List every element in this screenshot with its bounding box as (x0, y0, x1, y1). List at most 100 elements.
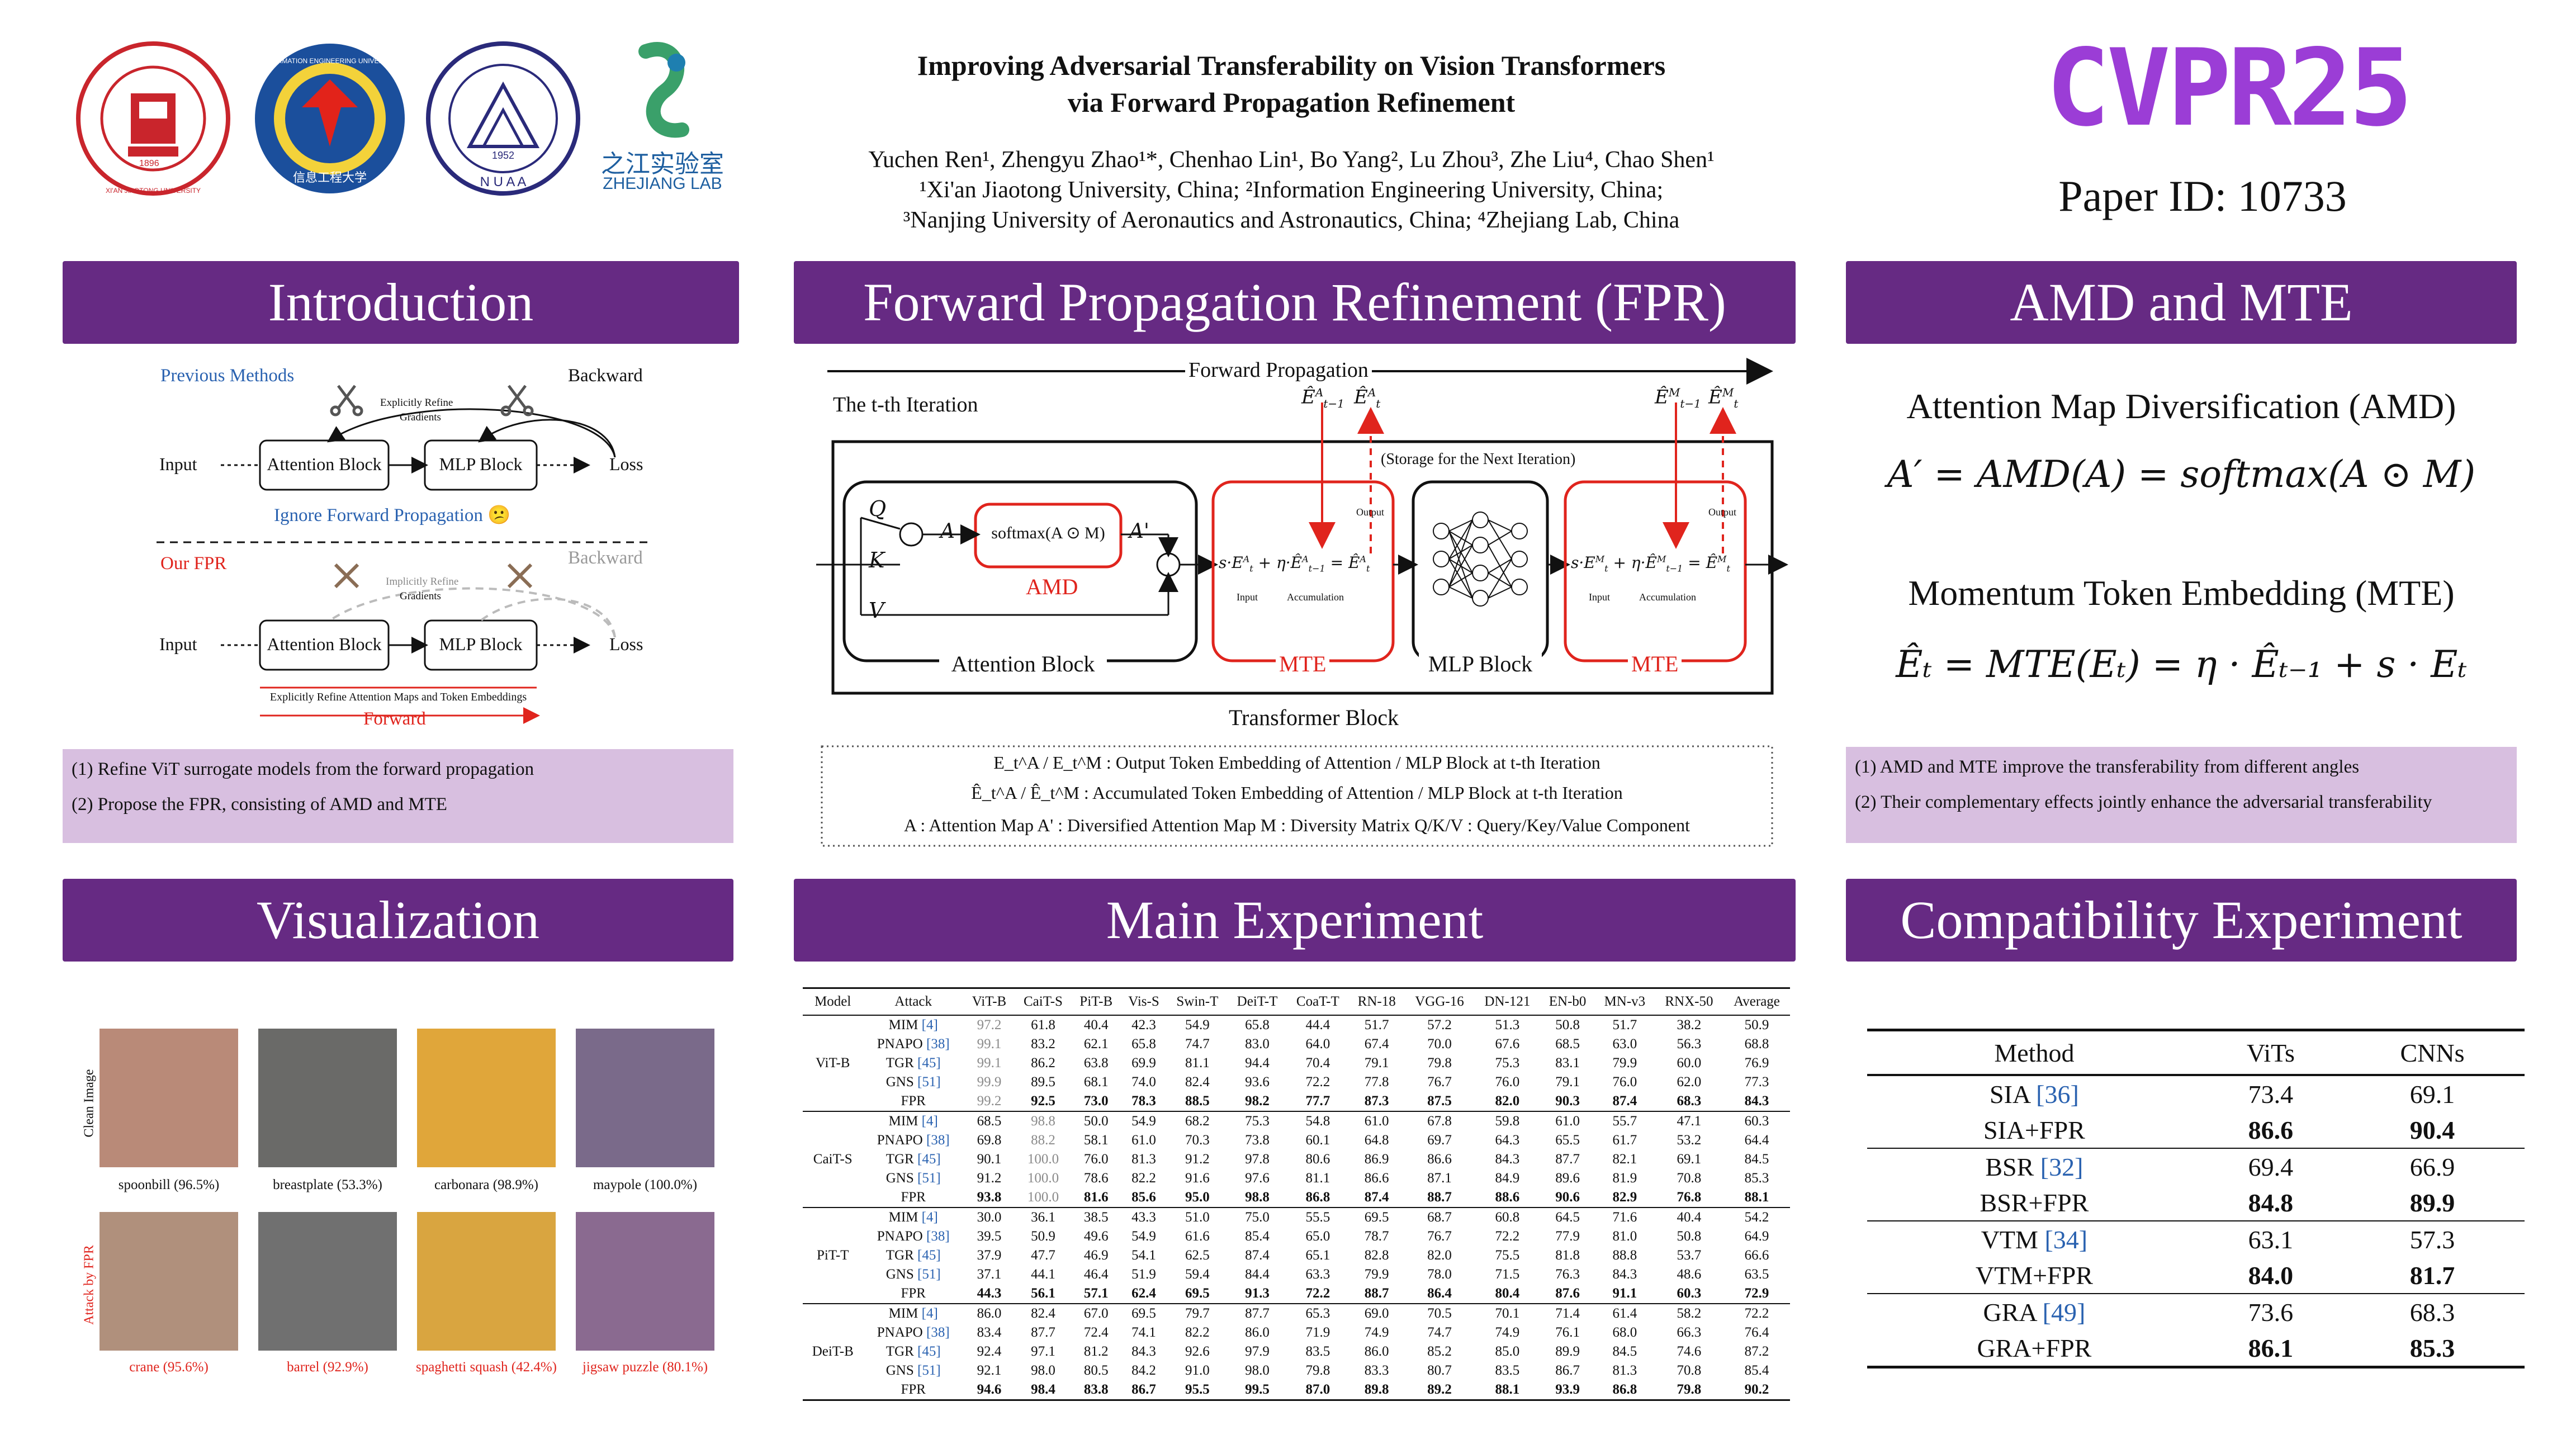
main-col-header: Vis-S (1128, 994, 1159, 1009)
model-cell: ViT-B (815, 1055, 850, 1071)
vis-row-label-attack: Attack by FPR (82, 1245, 97, 1325)
legend-line-1: E_t^A / E_t^M : Output Token Embedding o… (993, 752, 1600, 773)
value-cell: 99.1 (977, 1055, 1002, 1071)
value-cell: 64.9 (1744, 1229, 1769, 1244)
value-cell: 53.2 (1677, 1133, 1702, 1148)
value-cell: 90.3 (1555, 1093, 1580, 1109)
attack-cell: PNAPO [38] (863, 1131, 964, 1150)
value-cell: 63.8 (1083, 1055, 1109, 1071)
amd-mte-points-box: (1) AMD and MTE improve the transferabil… (1846, 747, 2517, 843)
value-cell: 62.0 (1677, 1074, 1702, 1090)
value-cell: 73.8 (1245, 1133, 1270, 1148)
value-cell: 59.8 (1495, 1114, 1520, 1129)
value-cell: 87.4 (1612, 1093, 1637, 1109)
attack-name: MIM (888, 1017, 918, 1033)
attack-cell: GNS [51] (863, 1169, 964, 1188)
value-cell: 86.7 (1555, 1363, 1580, 1378)
main-col-header: CaiT-S (1024, 994, 1063, 1009)
value-cell: 63.3 (1305, 1267, 1330, 1282)
value-cell: 85.2 (1427, 1344, 1452, 1359)
value-cell: 81.3 (1131, 1152, 1156, 1167)
value-cell: 74.6 (1677, 1344, 1702, 1359)
value-cell: 86.0 (977, 1306, 1002, 1321)
value-cell: 88.8 (1612, 1248, 1637, 1263)
attack-cell: PNAPO [38] (863, 1227, 964, 1246)
value-cell: 65.3 (1305, 1306, 1330, 1321)
logo-ieu-cn: 信息工程大学 (292, 171, 367, 185)
e-t-a: ÊAt (1354, 386, 1381, 411)
clean-caption-1: spoonbill (96.5%) (118, 1177, 220, 1192)
mte-2-formula: s·EMt + η·ÊMt−1 = ÊMt (1571, 553, 1730, 574)
value-cell: 75.3 (1495, 1055, 1520, 1071)
value-cell: 85.6 (1131, 1190, 1156, 1205)
value-cell: 75.5 (1495, 1248, 1520, 1263)
attack-name: FPR (901, 1093, 926, 1109)
value-cell: 98.2 (1245, 1093, 1270, 1109)
value-cell: 51.0 (1185, 1210, 1210, 1225)
value-cell: 75.0 (1245, 1210, 1270, 1225)
value-cell: 69.9 (1131, 1055, 1156, 1071)
attack-name: MIM (888, 1210, 918, 1225)
value-cell: 89.2 (1427, 1382, 1452, 1397)
value-cell: 88.1 (1495, 1382, 1520, 1397)
value-cell: 79.9 (1612, 1055, 1637, 1071)
value-cell: 69.8 (977, 1133, 1002, 1148)
value-cell: 60.0 (1677, 1055, 1702, 1071)
value-cell: 84.9 (1495, 1171, 1520, 1186)
value-cell: 86.1 (2248, 1333, 2294, 1362)
value-cell: 68.3 (2409, 1298, 2455, 1327)
label-q: Q (869, 496, 887, 521)
value-cell: 80.7 (1427, 1363, 1452, 1378)
value-cell: 77.3 (1744, 1074, 1769, 1090)
value-cell: 76.9 (1744, 1055, 1769, 1071)
value-cell: 80.6 (1305, 1152, 1330, 1167)
value-cell: 77.7 (1305, 1093, 1330, 1109)
value-cell: 68.3 (1677, 1093, 1702, 1109)
value-cell: 87.4 (1245, 1248, 1270, 1263)
value-cell: 72.9 (1744, 1286, 1769, 1301)
value-cell: 74.9 (1364, 1325, 1389, 1340)
method-cell: BSR [32] (1867, 1148, 2201, 1185)
value-cell: 65.8 (1131, 1036, 1156, 1052)
value-cell: 97.1 (1031, 1344, 1055, 1359)
value-cell: 82.2 (1131, 1171, 1156, 1186)
model-cell: CaiT-S (813, 1152, 853, 1167)
value-cell: 91.6 (1185, 1171, 1210, 1186)
value-cell: 46.4 (1083, 1267, 1109, 1282)
section-visualization: Visualization (63, 879, 733, 962)
main-col-header: PiT-B (1079, 994, 1113, 1009)
value-cell: 71.4 (1555, 1306, 1580, 1321)
citation-ref: [36] (2036, 1079, 2079, 1109)
value-cell: 60.3 (1677, 1286, 1702, 1301)
compat-col-header: ViTs (2246, 1038, 2295, 1067)
label-attention-block: Attention Block (939, 651, 1107, 677)
label-k: K (869, 548, 885, 572)
value-cell: 86.8 (1305, 1190, 1330, 1205)
value-cell: 94.4 (1245, 1055, 1270, 1071)
citation-ref: [34] (2044, 1225, 2088, 1254)
value-cell: 50.9 (1031, 1229, 1055, 1244)
value-cell: 76.1 (1555, 1325, 1580, 1340)
value-cell: 91.3 (1245, 1286, 1270, 1301)
mte-1-accumulation: Accumulation (1287, 591, 1344, 603)
value-cell: 61.8 (1031, 1017, 1055, 1033)
value-cell: 84.2 (1131, 1363, 1156, 1378)
attack-cell: MIM [4] (863, 1304, 964, 1323)
value-cell: 54.2 (1744, 1210, 1769, 1225)
value-cell: 70.5 (1427, 1306, 1452, 1321)
value-cell: 85.4 (1245, 1229, 1270, 1244)
value-cell: 89.9 (2409, 1188, 2455, 1217)
citation-ref: [45] (917, 1248, 941, 1263)
attack-image-2 (258, 1212, 397, 1351)
value-cell: 98.8 (1245, 1190, 1270, 1205)
value-cell: 68.7 (1427, 1210, 1452, 1225)
logo-nuaa: 1952 N U A A (425, 40, 581, 197)
value-cell: 40.4 (1083, 1017, 1109, 1033)
attack-cell: GNS [51] (863, 1073, 964, 1092)
value-cell: 100.0 (1027, 1171, 1059, 1186)
